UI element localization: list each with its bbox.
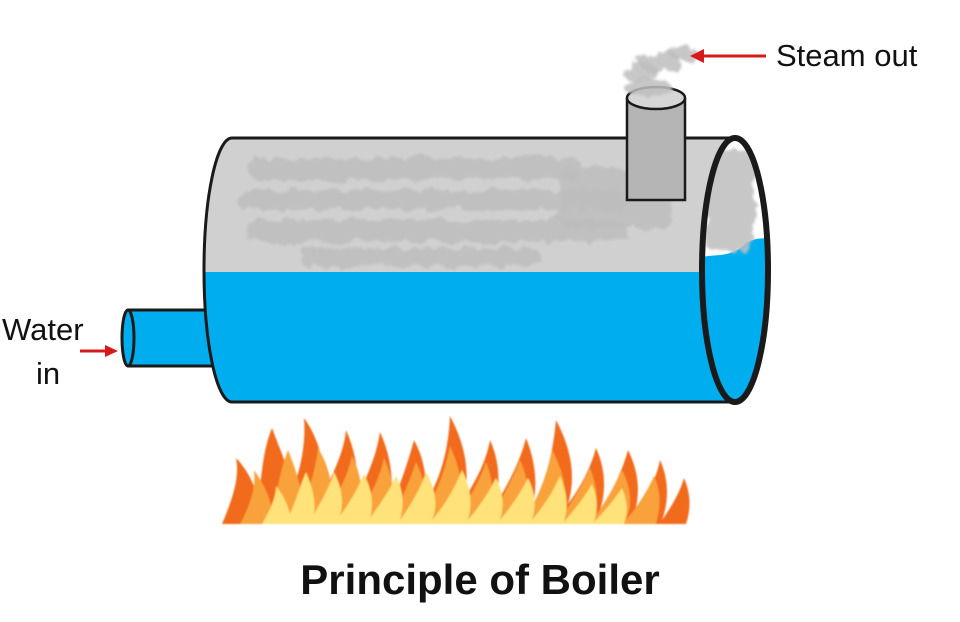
diagram-title: Principle of Boiler [300,556,660,603]
water-in-label-line1: Water [2,312,84,347]
steam-plume [622,46,698,97]
steam-outlet-pipe [625,85,687,202]
water-arrow [80,345,118,357]
flame-inner [262,470,627,524]
boiler-shell [202,135,771,405]
fire [222,416,690,524]
boiler-end-rim [699,135,771,405]
steam-out-label: Steam out [776,38,918,73]
steam-arrow [690,49,766,63]
water-in-label-line2: in [36,356,61,391]
